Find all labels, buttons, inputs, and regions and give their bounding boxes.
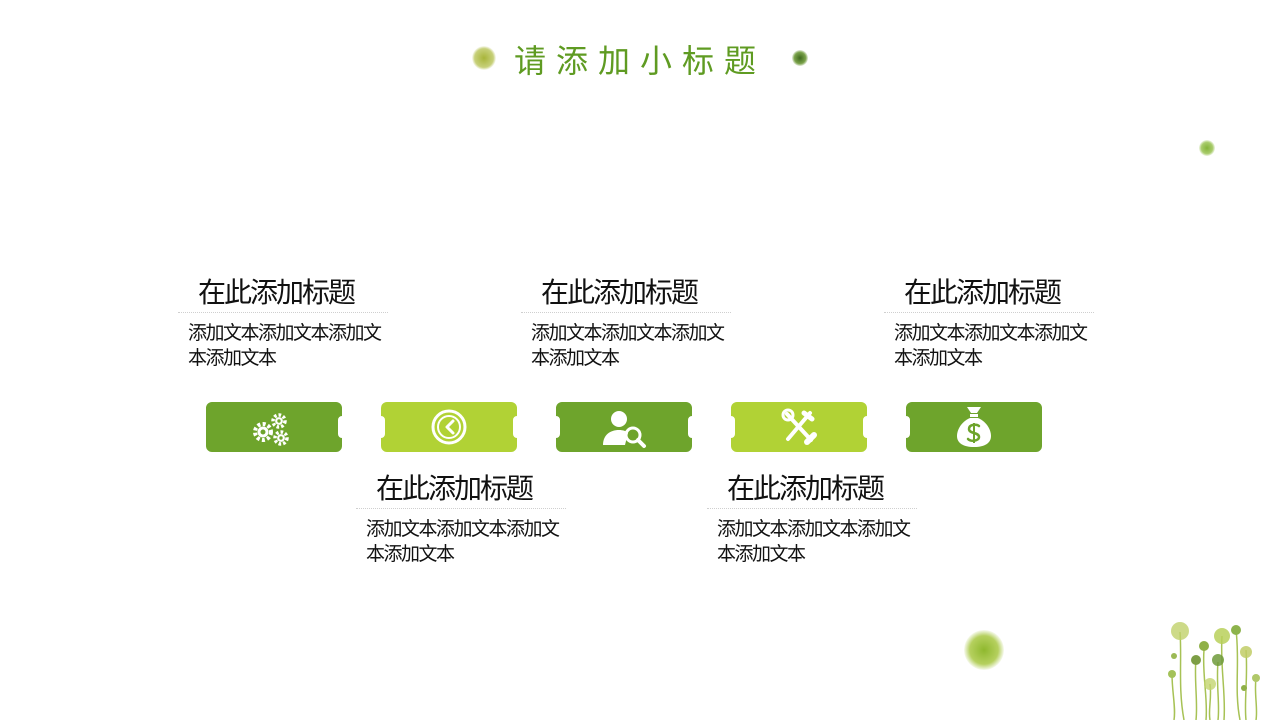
step-tab-4 xyxy=(731,402,867,452)
page-title: 请添加小标题 xyxy=(513,42,766,80)
corner-dot xyxy=(1199,140,1215,156)
gears-icon xyxy=(249,405,299,453)
step-tab-3 xyxy=(556,402,692,452)
step-title-2: 在此添加标题 xyxy=(356,470,566,509)
step-tab-1 xyxy=(206,402,342,452)
tab-shape xyxy=(556,402,692,452)
step-block-5: 在此添加标题 添加文本添加文本添加文本添加文本 xyxy=(884,274,1094,371)
step-tab-2 xyxy=(381,402,517,452)
plant-decoration xyxy=(1168,622,1260,720)
title-left-dot xyxy=(472,46,496,70)
money-bag-icon xyxy=(949,405,999,453)
step-block-2: 在此添加标题 添加文本添加文本添加文本添加文本 xyxy=(356,470,566,567)
step-text-2: 添加文本添加文本添加文本添加文本 xyxy=(366,518,560,565)
tools-icon xyxy=(774,405,824,453)
title-right-dot xyxy=(792,50,808,66)
step-text-3: 添加文本添加文本添加文本添加文本 xyxy=(531,322,725,369)
step-text-1: 添加文本添加文本添加文本添加文本 xyxy=(188,322,382,369)
step-text-4: 添加文本添加文本添加文本添加文本 xyxy=(717,518,911,565)
step-title-1: 在此添加标题 xyxy=(178,274,388,313)
step-title-3: 在此添加标题 xyxy=(521,274,731,313)
step-block-3: 在此添加标题 添加文本添加文本添加文本添加文本 xyxy=(521,274,731,371)
step-title-5: 在此添加标题 xyxy=(884,274,1094,313)
bottom-dot xyxy=(964,630,1004,670)
step-title-4: 在此添加标题 xyxy=(707,470,917,509)
step-block-4: 在此添加标题 添加文本添加文本添加文本添加文本 xyxy=(707,470,917,567)
step-text-5: 添加文本添加文本添加文本添加文本 xyxy=(894,322,1088,369)
step-block-1: 在此添加标题 添加文本添加文本添加文本添加文本 xyxy=(178,274,388,371)
user-search-icon xyxy=(599,405,649,453)
clock-icon xyxy=(424,405,474,453)
tab-shape xyxy=(206,402,342,452)
step-tab-5 xyxy=(906,402,1042,452)
